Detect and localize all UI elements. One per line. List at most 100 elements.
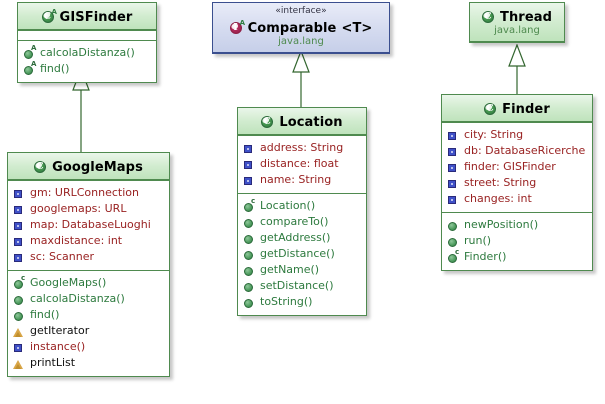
method-public-icon bbox=[243, 265, 254, 276]
package-label: java.lang bbox=[278, 36, 324, 47]
method-public-icon bbox=[13, 294, 24, 305]
member-label: maxdistance: int bbox=[30, 234, 123, 247]
attribute-private-icon bbox=[13, 188, 24, 199]
member-row[interactable]: c Finder() bbox=[447, 248, 587, 265]
method-protected-icon bbox=[13, 358, 24, 369]
interface-box-comparable[interactable]: «interface» I A Comparable<T> java.lang bbox=[212, 2, 390, 54]
member-row[interactable]: googlemaps: URL bbox=[13, 201, 164, 217]
member-row[interactable]: A calcolaDistanza() bbox=[23, 44, 151, 61]
method-public-icon: A bbox=[23, 60, 36, 75]
class-box-gisfinder[interactable]: C A GISFinder A calcolaDistanza() A find… bbox=[17, 2, 157, 83]
attribute-private-icon bbox=[447, 146, 458, 157]
member-row[interactable]: changes: int bbox=[447, 191, 587, 207]
attribute-private-icon bbox=[447, 162, 458, 173]
stereotype-label: «interface» bbox=[275, 6, 327, 16]
member-row[interactable]: printList bbox=[13, 355, 164, 371]
member-row[interactable]: db: DatabaseRicerche bbox=[447, 143, 587, 159]
member-label: find() bbox=[30, 308, 60, 321]
member-label: city: String bbox=[464, 128, 524, 141]
method-public-icon bbox=[243, 217, 254, 228]
member-label: calcolaDistanza() bbox=[40, 46, 135, 59]
package-label: java.lang bbox=[494, 25, 540, 36]
member-row[interactable]: find() bbox=[13, 307, 164, 323]
attributes-compartment-finder: city: String db: DatabaseRicerche finder… bbox=[442, 122, 592, 212]
member-label: instance() bbox=[30, 340, 86, 353]
member-row[interactable]: A find() bbox=[23, 60, 151, 77]
member-label: map: DatabaseLuoghi bbox=[30, 218, 151, 231]
member-label: find() bbox=[40, 62, 70, 75]
member-label: db: DatabaseRicerche bbox=[464, 144, 586, 157]
member-label: finder: GISFinder bbox=[464, 160, 556, 173]
attribute-private-icon bbox=[13, 220, 24, 231]
member-row[interactable]: run() bbox=[447, 233, 587, 249]
member-label: getAddress() bbox=[260, 231, 331, 244]
member-row[interactable]: getName() bbox=[243, 262, 361, 278]
attributes-compartment-location: address: String distance: float name: St… bbox=[238, 135, 366, 193]
class-name-location: Location bbox=[279, 115, 343, 130]
method-public-icon bbox=[13, 310, 24, 321]
member-row[interactable]: instance() bbox=[13, 339, 164, 355]
method-public-icon bbox=[447, 236, 458, 247]
member-row[interactable]: c GoogleMaps() bbox=[13, 274, 164, 291]
class-icon: C bbox=[484, 102, 499, 115]
member-row[interactable]: finder: GISFinder bbox=[447, 159, 587, 175]
attribute-private-icon bbox=[13, 252, 24, 263]
member-row[interactable]: toString() bbox=[243, 294, 361, 310]
constructor-icon: c bbox=[447, 248, 459, 263]
class-name-gisfinder: GISFinder bbox=[59, 10, 133, 25]
member-label: run() bbox=[464, 234, 492, 247]
member-label: getName() bbox=[260, 263, 320, 276]
member-label: compareTo() bbox=[260, 215, 329, 228]
member-label: address: String bbox=[260, 141, 344, 154]
class-box-location[interactable]: C Location address: String distance: flo… bbox=[237, 107, 367, 316]
member-label: printList bbox=[30, 356, 76, 369]
member-row[interactable]: getIterator bbox=[13, 323, 164, 339]
member-row[interactable]: map: DatabaseLuoghi bbox=[13, 217, 164, 233]
attributes-compartment-gisfinder bbox=[18, 30, 156, 40]
method-public-icon bbox=[243, 249, 254, 260]
member-label: setDistance() bbox=[260, 279, 334, 292]
methods-compartment-gisfinder: A calcolaDistanza() A find() bbox=[18, 40, 156, 82]
generalization-location-to-comparable bbox=[290, 50, 312, 110]
interface-header-comparable: «interface» I A Comparable<T> java.lang bbox=[213, 3, 389, 53]
constructor-icon: c bbox=[243, 197, 255, 212]
class-name-googlemaps: GoogleMaps bbox=[52, 160, 143, 175]
member-row[interactable]: getAddress() bbox=[243, 230, 361, 246]
method-public-icon bbox=[243, 281, 254, 292]
member-row[interactable]: gm: URLConnection bbox=[13, 185, 164, 201]
method-public-icon bbox=[243, 233, 254, 244]
member-row[interactable]: c Location() bbox=[243, 197, 361, 214]
attribute-private-icon bbox=[13, 204, 24, 215]
interface-title-comparable: I A Comparable<T> bbox=[229, 19, 373, 36]
member-row[interactable]: name: String bbox=[243, 172, 361, 188]
class-abstract-icon: C A bbox=[41, 8, 57, 23]
member-row[interactable]: distance: float bbox=[243, 156, 361, 172]
method-public-icon bbox=[243, 297, 254, 308]
member-row[interactable]: street: String bbox=[447, 175, 587, 191]
methods-compartment-googlemaps: c GoogleMaps() calcolaDistanza() find() … bbox=[8, 270, 169, 376]
member-row[interactable]: city: String bbox=[447, 127, 587, 143]
member-row[interactable]: maxdistance: int bbox=[13, 233, 164, 249]
member-label: calcolaDistanza() bbox=[30, 292, 125, 305]
member-row[interactable]: getDistance() bbox=[243, 246, 361, 262]
class-box-googlemaps[interactable]: C GoogleMaps gm: URLConnection googlemap… bbox=[7, 152, 170, 377]
class-box-finder[interactable]: C Finder city: String db: DatabaseRicerc… bbox=[441, 94, 593, 271]
class-box-thread[interactable]: C Thread java.lang bbox=[469, 2, 565, 43]
attribute-private-icon bbox=[243, 159, 254, 170]
interface-abstract-icon: I A bbox=[229, 19, 245, 34]
member-row[interactable]: sc: Scanner bbox=[13, 249, 164, 265]
member-row[interactable]: calcolaDistanza() bbox=[13, 291, 164, 307]
member-row[interactable]: setDistance() bbox=[243, 278, 361, 294]
class-title-finder: C Finder bbox=[484, 102, 550, 117]
member-row[interactable]: newPosition() bbox=[447, 217, 587, 233]
class-title-gisfinder: C A GISFinder bbox=[41, 8, 133, 25]
attribute-private-icon bbox=[13, 236, 24, 247]
class-header-googlemaps: C GoogleMaps bbox=[8, 153, 169, 180]
member-row[interactable]: compareTo() bbox=[243, 214, 361, 230]
attribute-private-icon bbox=[243, 143, 254, 154]
member-row[interactable]: address: String bbox=[243, 140, 361, 156]
member-label: newPosition() bbox=[464, 218, 539, 231]
attributes-compartment-googlemaps: gm: URLConnection googlemaps: URL map: D… bbox=[8, 180, 169, 270]
class-title-location: C Location bbox=[261, 115, 343, 130]
